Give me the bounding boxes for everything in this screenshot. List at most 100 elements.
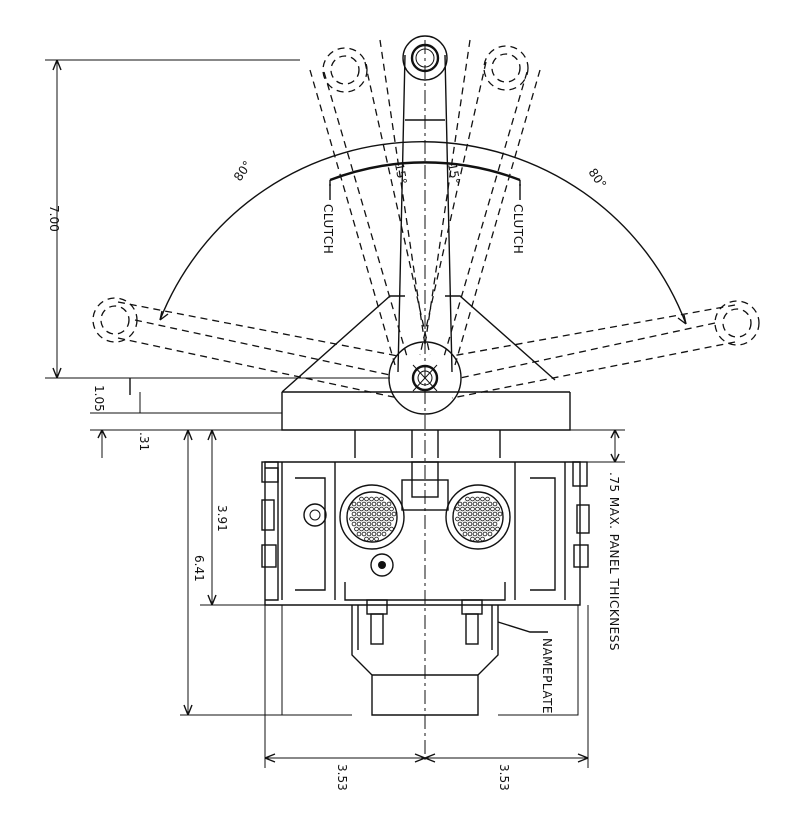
dim-3-91 bbox=[200, 429, 282, 606]
mesh-hole bbox=[497, 511, 503, 517]
mesh-hole bbox=[389, 526, 394, 532]
mesh-hole bbox=[376, 501, 382, 507]
mesh-hole bbox=[470, 536, 475, 542]
port-mesh-right bbox=[455, 496, 503, 542]
sector-plate bbox=[281, 295, 571, 431]
mesh-hole bbox=[462, 511, 468, 517]
mesh-hole bbox=[477, 531, 483, 537]
mesh-hole bbox=[386, 511, 392, 517]
mesh-hole bbox=[482, 501, 488, 507]
mesh-hole bbox=[475, 536, 480, 542]
mesh-hole bbox=[364, 536, 369, 542]
mesh-hole bbox=[386, 501, 392, 507]
mesh-hole bbox=[455, 506, 460, 512]
mesh-hole bbox=[359, 496, 364, 502]
mesh-hole bbox=[356, 531, 362, 537]
label-clutch-right: CLUTCH bbox=[511, 204, 525, 254]
mesh-hole bbox=[361, 521, 367, 527]
dim-label-7-00: 7.00 bbox=[47, 205, 61, 232]
mesh-hole bbox=[374, 536, 379, 542]
mesh-hole bbox=[381, 501, 387, 507]
mesh-hole bbox=[351, 511, 357, 517]
mesh-hole bbox=[470, 516, 475, 522]
dim-label-width-left: 3.53 bbox=[335, 764, 349, 791]
mesh-hole bbox=[460, 526, 465, 532]
mesh-hole bbox=[366, 521, 372, 527]
mesh-hole bbox=[487, 531, 493, 537]
mesh-hole bbox=[475, 496, 480, 502]
mesh-hole bbox=[376, 531, 382, 537]
mesh-hole bbox=[374, 516, 379, 522]
dim-label-6-41: 6.41 bbox=[192, 555, 206, 582]
mesh-hole bbox=[356, 501, 362, 507]
dim-1-05 bbox=[90, 378, 282, 414]
mesh-hole bbox=[381, 511, 387, 517]
mesh-hole bbox=[354, 506, 359, 512]
mesh-hole bbox=[376, 521, 382, 527]
mesh-hole bbox=[457, 511, 463, 517]
mesh-hole bbox=[475, 526, 480, 532]
mesh-hole bbox=[351, 501, 357, 507]
mesh-hole bbox=[371, 531, 377, 537]
mesh-hole bbox=[349, 506, 354, 512]
mesh-hole bbox=[349, 516, 354, 522]
mesh-hole bbox=[470, 506, 475, 512]
mesh-hole bbox=[467, 521, 473, 527]
mesh-hole bbox=[495, 516, 500, 522]
mesh-hole bbox=[485, 526, 490, 532]
mesh-hole bbox=[492, 521, 498, 527]
mesh-hole bbox=[465, 506, 470, 512]
mesh-hole bbox=[477, 501, 483, 507]
label-clutch-left: CLUTCH bbox=[321, 204, 335, 254]
mesh-hole bbox=[359, 526, 364, 532]
mesh-hole bbox=[472, 501, 478, 507]
mesh-hole bbox=[472, 521, 478, 527]
phantom-lever-positions bbox=[92, 39, 760, 399]
mesh-hole bbox=[467, 531, 473, 537]
mesh-hole bbox=[381, 531, 387, 537]
mesh-hole bbox=[384, 506, 389, 512]
angle-left-clutch: 15° bbox=[392, 162, 409, 185]
mesh-hole bbox=[482, 531, 488, 537]
dim-label-3-91: 3.91 bbox=[215, 505, 229, 532]
mesh-hole bbox=[369, 536, 374, 542]
mesh-hole bbox=[462, 521, 468, 527]
mesh-hole bbox=[487, 501, 493, 507]
mesh-hole bbox=[364, 526, 369, 532]
dim-panel-thickness bbox=[570, 429, 625, 463]
mesh-hole bbox=[477, 521, 483, 527]
angle-right-travel: 80° bbox=[586, 166, 610, 191]
mesh-hole bbox=[391, 511, 397, 517]
dim-7-00 bbox=[45, 59, 390, 379]
mesh-hole bbox=[470, 526, 475, 532]
angle-right-clutch: 15° bbox=[445, 162, 462, 185]
mesh-hole bbox=[366, 501, 372, 507]
mesh-hole bbox=[361, 501, 367, 507]
mesh-hole bbox=[379, 526, 384, 532]
mesh-hole bbox=[457, 501, 463, 507]
mesh-hole bbox=[490, 516, 495, 522]
mesh-hole bbox=[374, 526, 379, 532]
mesh-hole bbox=[364, 506, 369, 512]
dim-label-1-05: 1.05 bbox=[92, 385, 106, 412]
mesh-hole bbox=[480, 516, 485, 522]
mesh-hole bbox=[376, 511, 382, 517]
dim-label-031: .31 bbox=[137, 432, 151, 451]
mesh-hole bbox=[374, 506, 379, 512]
mesh-hole bbox=[465, 516, 470, 522]
mesh-hole bbox=[462, 531, 468, 537]
mesh-hole bbox=[384, 516, 389, 522]
mesh-hole bbox=[371, 511, 377, 517]
dim-widths bbox=[264, 605, 589, 768]
mesh-hole bbox=[492, 501, 498, 507]
mesh-hole bbox=[480, 526, 485, 532]
valve-body bbox=[261, 461, 590, 606]
mesh-hole bbox=[361, 531, 367, 537]
angle-left-travel: 80° bbox=[231, 158, 255, 183]
mesh-hole bbox=[457, 521, 463, 527]
mesh-hole bbox=[460, 516, 465, 522]
mesh-hole bbox=[475, 506, 480, 512]
mesh-hole bbox=[359, 506, 364, 512]
mesh-hole bbox=[480, 536, 485, 542]
